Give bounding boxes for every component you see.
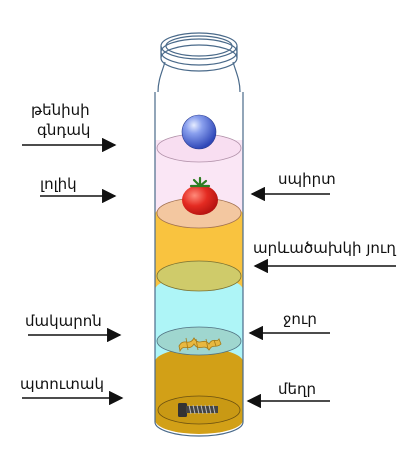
arrows: [22, 137, 396, 409]
label-ping-pong-ball-line2: գնդակ: [37, 121, 91, 139]
label-alcohol: սպիրտ: [278, 170, 336, 188]
label-pasta: մակարոն: [25, 312, 102, 330]
bolt-icon: [178, 403, 218, 417]
water-layer: [155, 290, 243, 376]
pasta-icon: [178, 337, 222, 353]
label-water: ջուր: [283, 310, 317, 328]
label-honey: մեղր: [278, 380, 317, 398]
ping-pong-ball-icon: [181, 114, 217, 150]
label-tomato: լոլիկ: [40, 175, 77, 193]
label-bolt: պտուտակ: [20, 375, 104, 393]
label-ping-pong-ball-line1: թենիսի: [31, 101, 90, 119]
glass-tube: [154, 32, 244, 437]
label-vegetable-oil: արևածախկի յուղ: [253, 239, 396, 257]
tomato-icon: [182, 176, 218, 215]
